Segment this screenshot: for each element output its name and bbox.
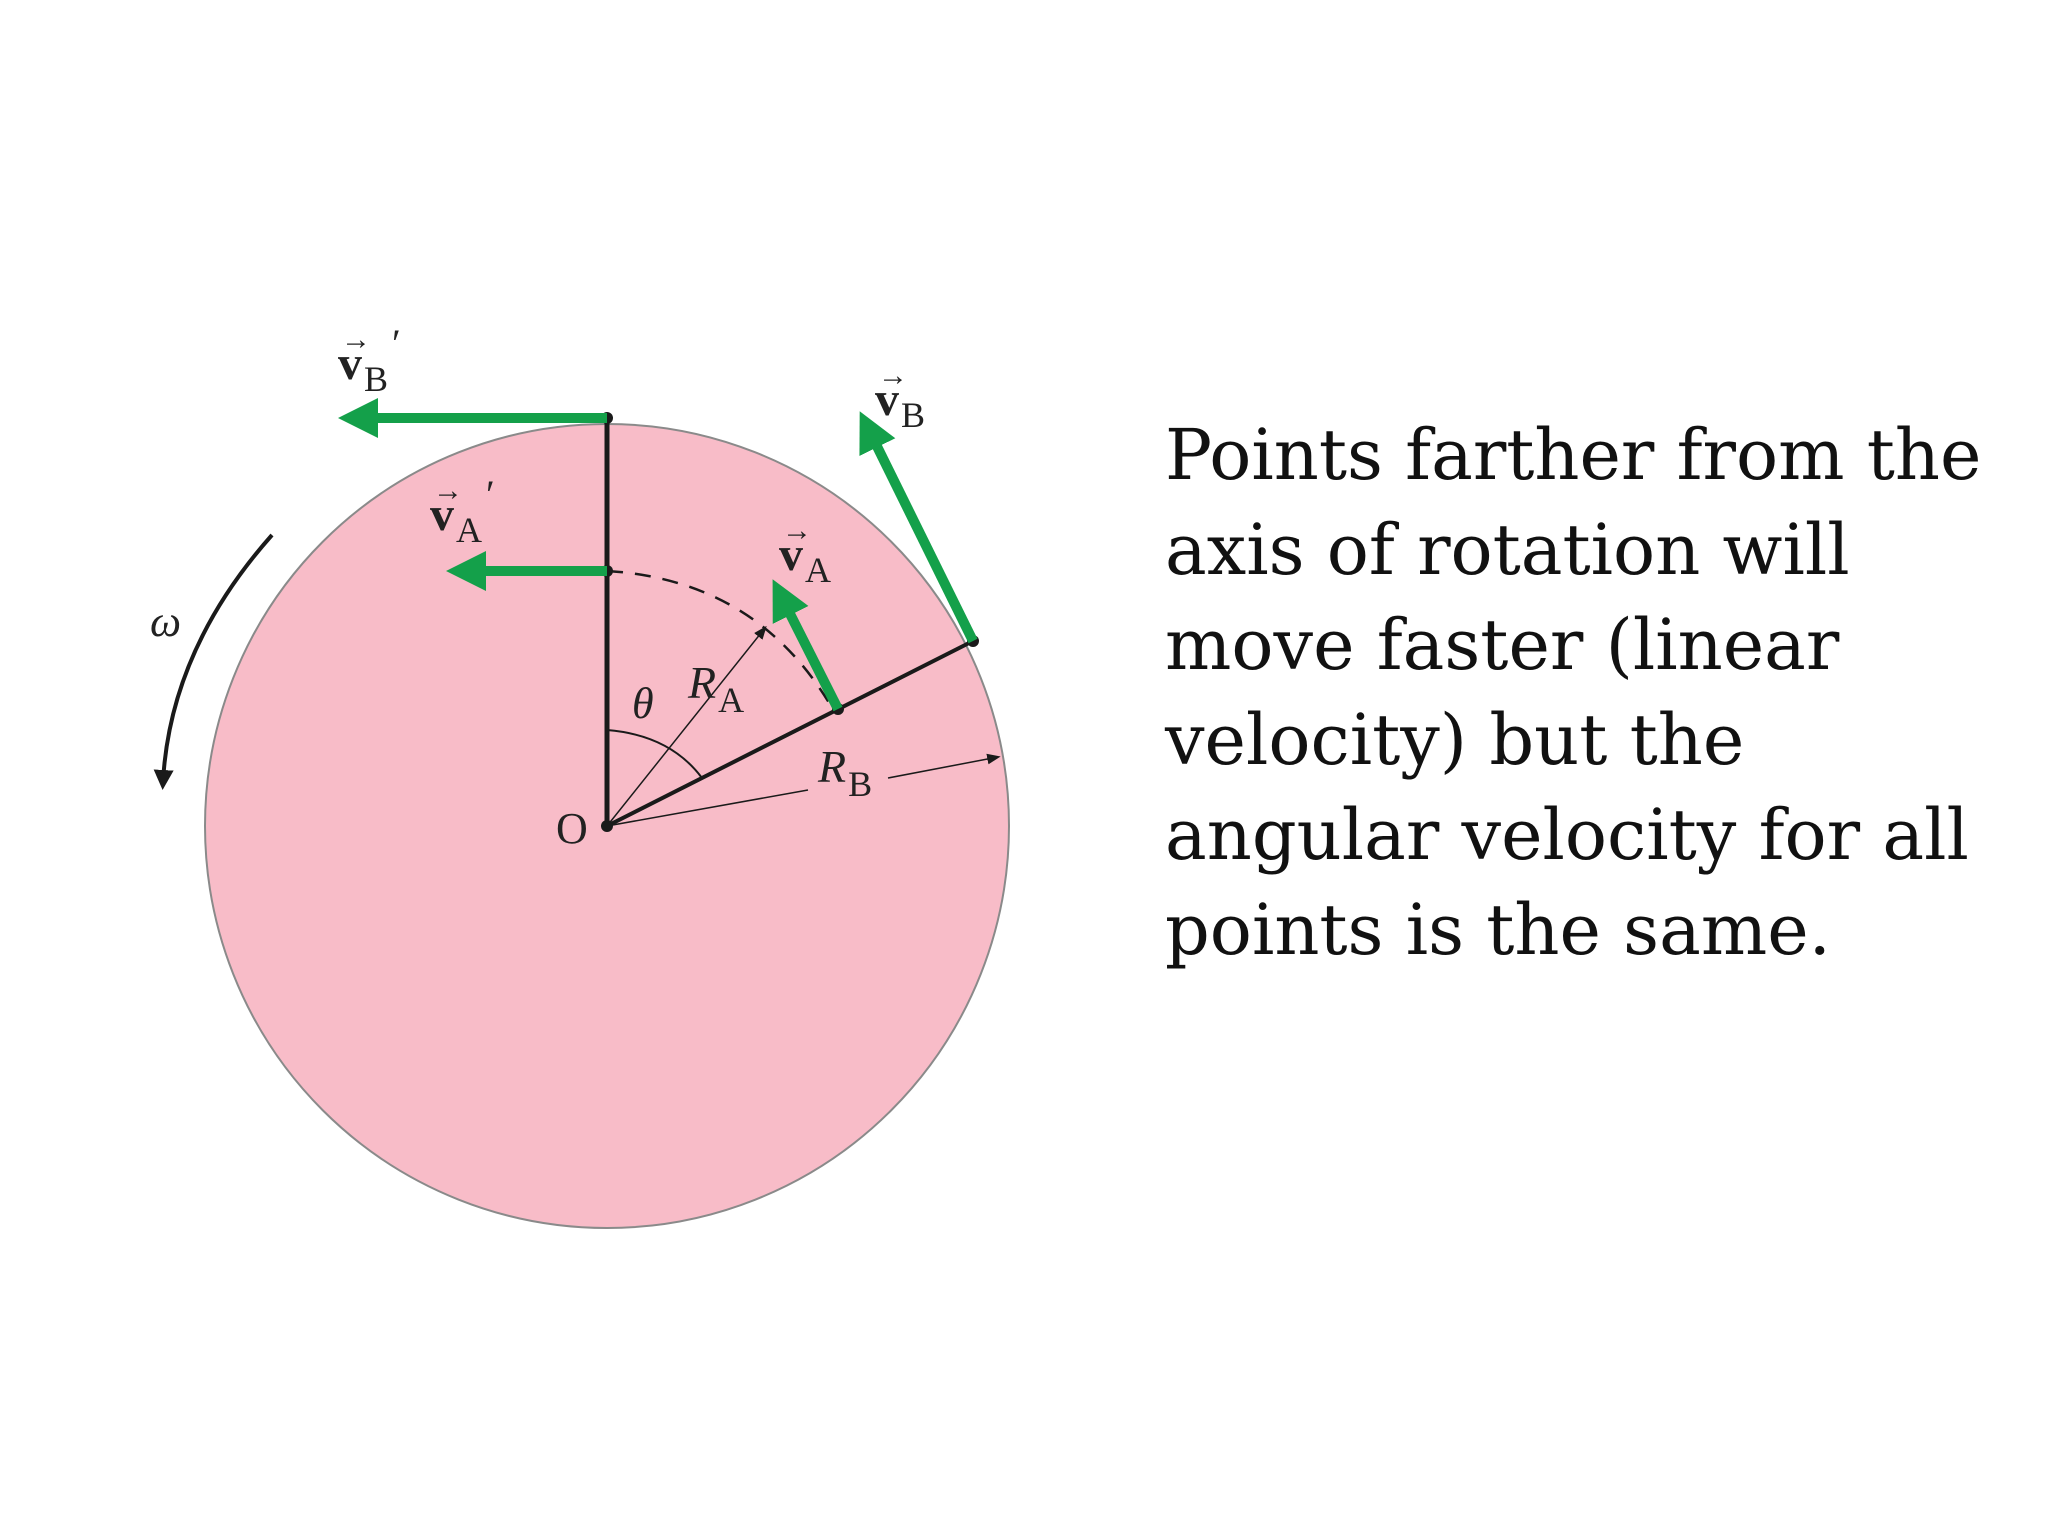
origin-label: O bbox=[556, 804, 588, 853]
vb-prime-label: → vB′ bbox=[338, 321, 401, 399]
svg-text:vA: vA bbox=[779, 528, 831, 590]
svg-text:→: → bbox=[341, 323, 371, 356]
svg-text:→: → bbox=[782, 514, 812, 547]
rotated-radius-line bbox=[606, 639, 974, 828]
omega-rotation-arrow bbox=[153, 533, 274, 790]
svg-text:vA′: vA′ bbox=[430, 472, 495, 550]
omega-label: ω bbox=[150, 597, 181, 646]
theta-label: θ bbox=[632, 679, 654, 728]
rb-dimension-line-left bbox=[606, 789, 809, 827]
velocity-arrow-va bbox=[772, 579, 843, 712]
va-prime-label: → vA′ bbox=[430, 472, 495, 550]
ra-label: RA bbox=[687, 657, 744, 720]
svg-text:vB′: vB′ bbox=[338, 321, 401, 399]
velocity-arrow-vb bbox=[859, 411, 978, 644]
svg-text:→: → bbox=[878, 359, 908, 392]
explanation-text: Points farther from the axis of rotation… bbox=[1165, 414, 1982, 971]
rotating-disk-diagram: ω θ RA RB O bbox=[150, 321, 1010, 1229]
vb-label: → vB bbox=[875, 359, 925, 435]
rb-label: RB bbox=[817, 741, 872, 804]
origin-point bbox=[601, 820, 613, 832]
rb-dimension-arrow bbox=[887, 753, 1001, 779]
va-label: → vA bbox=[779, 514, 831, 590]
ra-dimension-arrow bbox=[606, 625, 767, 827]
svg-text:vB: vB bbox=[875, 373, 925, 435]
svg-text:→: → bbox=[433, 474, 463, 507]
point-a-dashed-arc bbox=[606, 569, 837, 714]
theta-angle-arc bbox=[606, 729, 703, 779]
